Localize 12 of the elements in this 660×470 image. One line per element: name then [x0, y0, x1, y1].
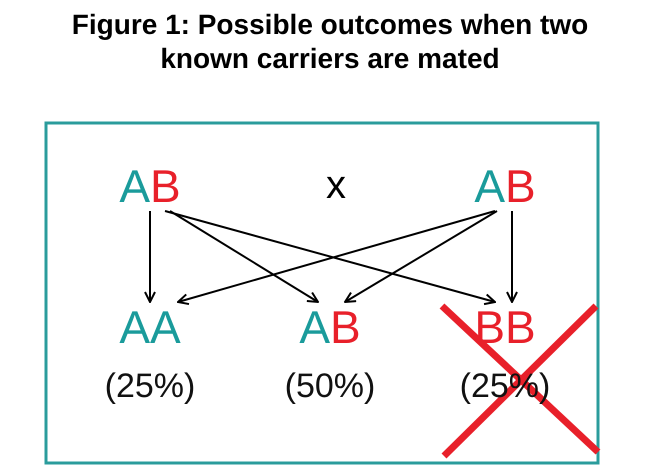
percentage-label: (50%)	[284, 366, 376, 406]
arrow	[344, 210, 498, 303]
genotype-label: AB	[298, 304, 362, 350]
arrow	[169, 210, 319, 303]
arrow	[144, 211, 156, 303]
genotype-label: AA	[118, 304, 182, 350]
genotype-label: AB	[118, 163, 182, 209]
figure-title: Figure 1: Possible outcomes when two known carriers are mated	[70, 8, 590, 76]
genotype-label: AB	[473, 163, 537, 209]
cross-symbol-label: x	[326, 163, 346, 207]
percentage-label: (25%)	[104, 366, 196, 406]
arrow	[506, 211, 518, 303]
